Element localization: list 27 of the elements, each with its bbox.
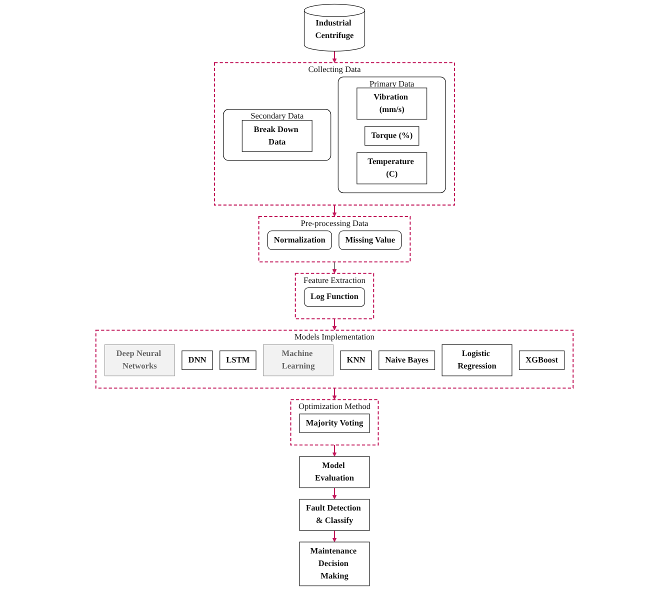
arrow (332, 318, 337, 330)
node-box: Model Evaluation (299, 456, 370, 488)
node-box: Torque (%) (364, 126, 420, 146)
arrow (332, 445, 337, 457)
node-box: Majority Voting (299, 414, 370, 434)
node-box: Maintenance Decision Making (299, 542, 370, 586)
node-box: Normalization (267, 230, 332, 250)
node-box: LSTM (220, 350, 256, 370)
node-box: Machine Learning (263, 344, 334, 376)
node-box: Missing Value (338, 230, 402, 250)
node-box: Logistic Regression (442, 344, 512, 376)
arrow (332, 488, 337, 500)
node-box: Temperature (C) (356, 152, 428, 184)
node-box: Naive Bayes (378, 350, 436, 370)
arrow (332, 205, 337, 217)
arrow (332, 262, 337, 274)
arrow (332, 530, 337, 542)
node-box: KNN (340, 350, 372, 370)
node-box: Vibration (mm/s) (356, 88, 428, 120)
node-box: XGBoost (518, 350, 565, 370)
node-box: Break Down Data (242, 120, 312, 152)
node-box: Log Function (304, 287, 366, 307)
arrow (332, 388, 337, 400)
arrow (332, 51, 337, 63)
node-box: Fault Detection & Classify (299, 498, 370, 531)
node-box: DNN (182, 350, 213, 370)
node-box: Deep Neural Networks (104, 344, 175, 376)
